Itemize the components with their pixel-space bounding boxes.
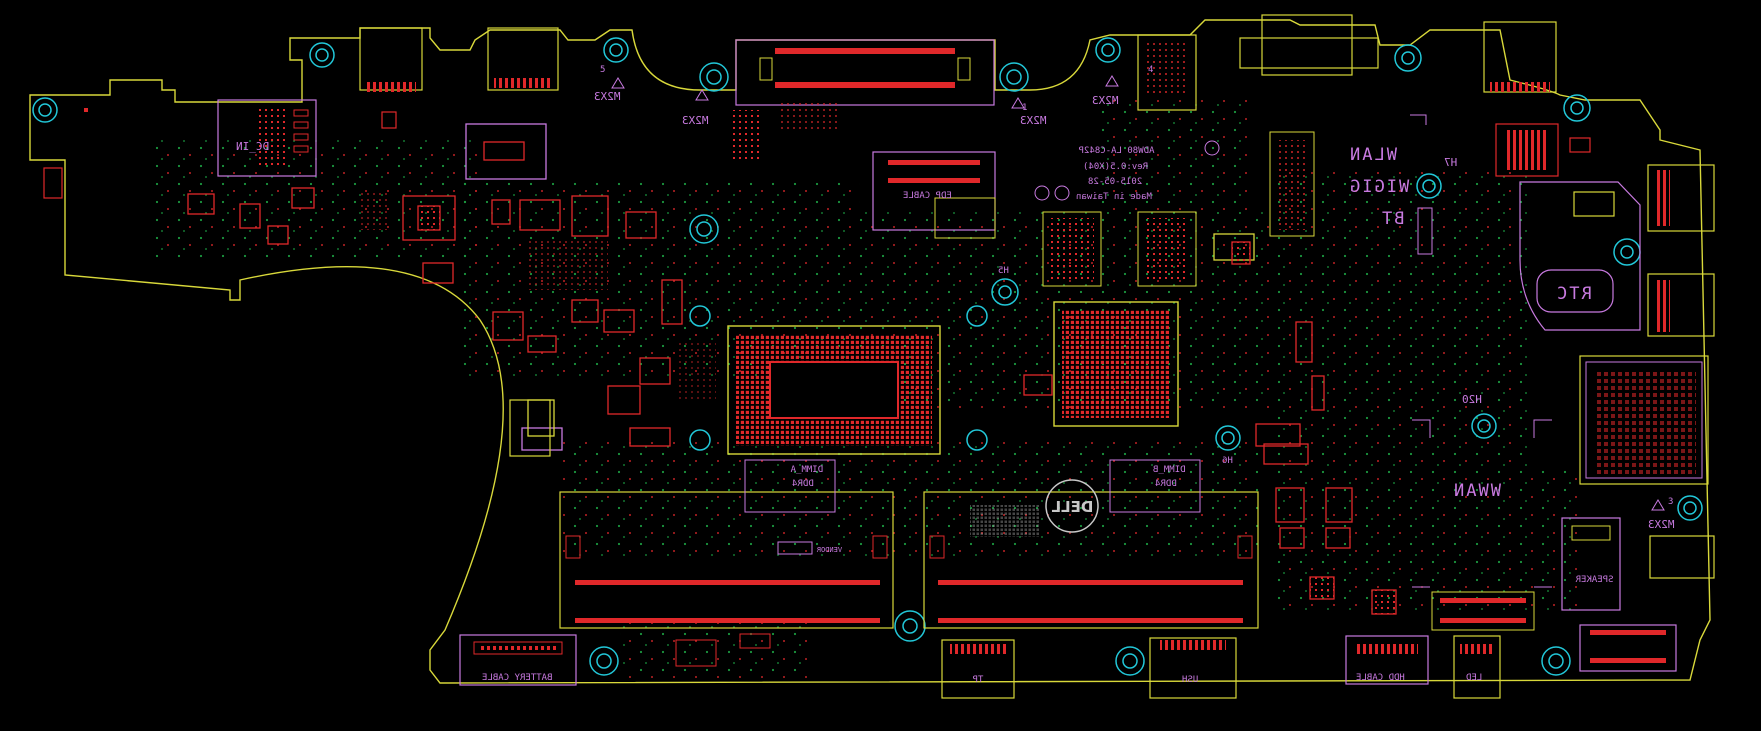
svg-text:DELL: DELL bbox=[1051, 498, 1093, 516]
hdd-cable-label: HDD CABLE bbox=[1356, 673, 1405, 683]
right-misc-components bbox=[1023, 233, 1397, 615]
h20-label: H20 bbox=[1462, 393, 1482, 406]
vrm-components bbox=[187, 123, 683, 451]
h7-label: H7 bbox=[1444, 156, 1457, 169]
halogen-h-icon bbox=[1034, 185, 1050, 201]
m2x3-label-3: M2X3 bbox=[1020, 114, 1047, 127]
dc-in-jack: DC_IN bbox=[217, 99, 317, 177]
m2x3-label-4: M2X3 bbox=[1092, 94, 1119, 107]
left-misc bbox=[43, 108, 551, 457]
dimm-slots: DIMM_A DDR4 DIMM_B DDR4 VENDOR bbox=[559, 459, 1259, 629]
board-title-1: ADW80 LA-C842P bbox=[1078, 146, 1154, 156]
wwan-label: WWAN bbox=[1452, 481, 1501, 501]
wigig-label: WIGIG bbox=[1348, 177, 1409, 197]
ddr4-a-label: DDR4 bbox=[792, 479, 814, 489]
edp-connector: EDP CABLE bbox=[872, 151, 996, 239]
usb-label: USH bbox=[1182, 675, 1198, 685]
dc-in-label: DC_IN bbox=[236, 140, 269, 153]
hole-num-4: 4 bbox=[1148, 65, 1153, 75]
dell-logo: DELL bbox=[970, 479, 1099, 537]
board-title-4: Made in Taiwan bbox=[1076, 192, 1152, 202]
dimm-a-label: DIMM_A bbox=[790, 465, 823, 475]
wlan-label: WLAN bbox=[1348, 145, 1397, 165]
hole-num-3: 3 bbox=[1668, 497, 1673, 507]
pb-circle-icon bbox=[1054, 185, 1070, 201]
board-title-2: Rev:0.5(X04) bbox=[1083, 162, 1148, 172]
flash-chips bbox=[1042, 211, 1197, 287]
ddr4-b-label: DDR4 bbox=[1155, 479, 1177, 489]
h6-label: H6 bbox=[1222, 456, 1233, 466]
h5-label: H5 bbox=[998, 266, 1009, 276]
bottom-connectors: BATTERY CABLE TP USH HDD CABLE LED bbox=[459, 624, 1677, 699]
m2x3-label-1: M2X3 bbox=[594, 90, 621, 103]
m2x3-label-2: M2X3 bbox=[682, 114, 709, 127]
top-connectors bbox=[359, 14, 1557, 111]
speaker-connector: SPEAKER bbox=[1561, 517, 1621, 611]
chipset-bga bbox=[1053, 301, 1179, 427]
dimm-b-label: DIMM_B bbox=[1153, 465, 1186, 475]
cert-c-icon bbox=[1204, 140, 1220, 156]
rtc-label: RTC bbox=[1555, 284, 1592, 304]
rtc-battery: RTC bbox=[1519, 181, 1641, 331]
tp-label: TP bbox=[972, 675, 983, 685]
led-label: LED bbox=[1466, 673, 1482, 683]
wwan-controller-bga bbox=[1579, 355, 1709, 485]
mounting-holes bbox=[32, 37, 1703, 676]
cpu-socket bbox=[727, 325, 941, 455]
hole-num-1: 1 bbox=[1022, 103, 1027, 113]
right-ports bbox=[1495, 123, 1715, 579]
edp-cable-label: EDP CABLE bbox=[903, 191, 952, 201]
m2x3-label-5: M2X3 bbox=[1648, 518, 1675, 531]
vrm-dots bbox=[360, 100, 840, 400]
board-title-3: 2015-05-28 bbox=[1088, 177, 1142, 187]
battery-cable-label: BATTERY CABLE bbox=[482, 673, 552, 683]
bt-label: BT bbox=[1380, 209, 1404, 229]
m2-slots bbox=[1269, 114, 1552, 631]
silkscreen: ADW80 LA-C842P Rev:0.5(X04) 2015-05-28 M… bbox=[594, 65, 1675, 531]
hole-num-5: 5 bbox=[600, 65, 605, 75]
speaker-label: SPEAKER bbox=[1575, 575, 1614, 585]
vendor-label: VENDOR bbox=[816, 546, 842, 554]
